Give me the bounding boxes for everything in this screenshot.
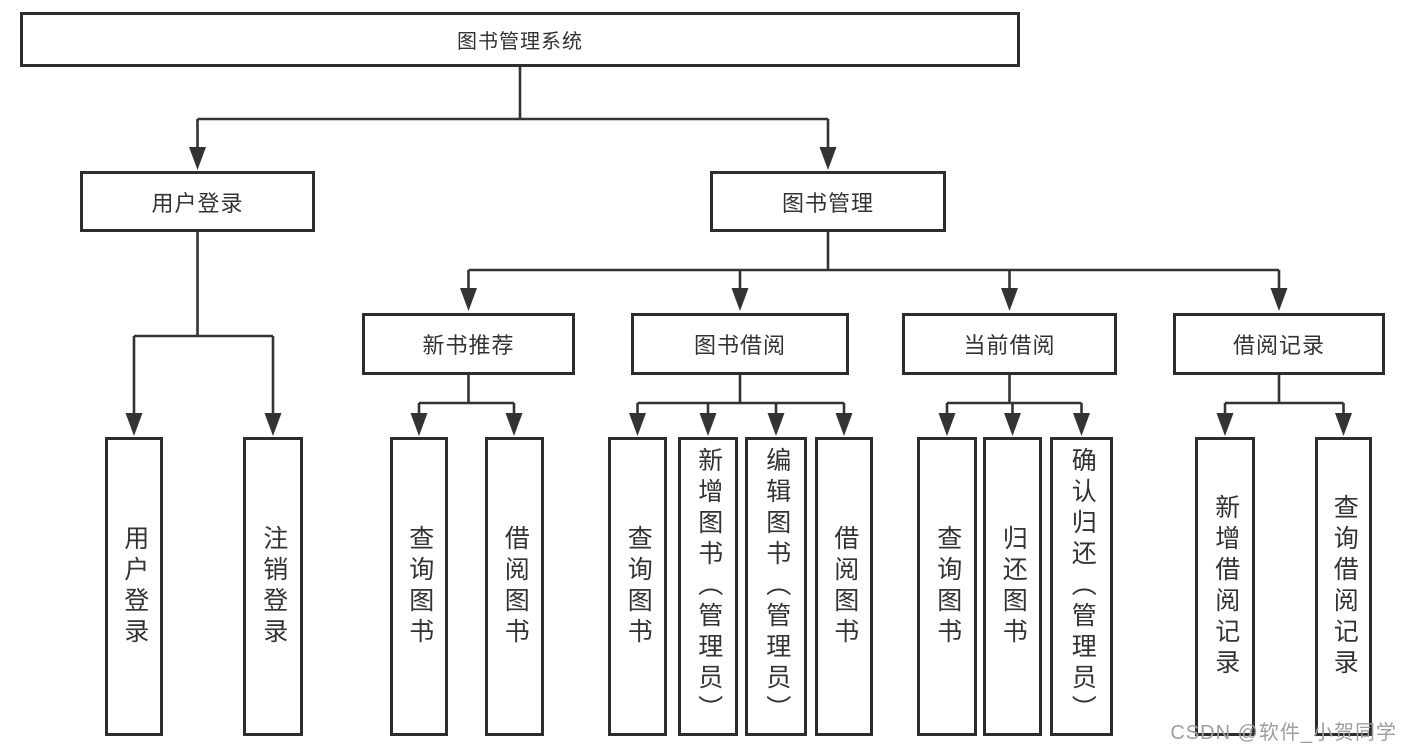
- leaf-return-books: 归还图书: [983, 437, 1042, 736]
- node-label: 用户登录: [151, 190, 244, 216]
- node-label: 图书借阅: [693, 333, 786, 358]
- leaf-label: 查询图书: [405, 524, 434, 649]
- node-current-borrow: 当前借阅: [902, 313, 1117, 375]
- node-book-borrow: 图书借阅: [631, 313, 849, 375]
- leaf-label: 查询借阅记录: [1330, 493, 1359, 680]
- leaf-query-books-borrow: 查询图书: [608, 437, 667, 736]
- leaf-label: 用户登录: [120, 524, 149, 649]
- leaf-label: 查询图书: [933, 524, 962, 649]
- connector-book-borrow-to-leaves: [629, 375, 853, 436]
- connector-new-book-to-leaves: [410, 375, 523, 436]
- connector-root-to-level2: [189, 67, 837, 170]
- leaf-edit-books-admin: 编辑图书（管理员）: [745, 437, 807, 736]
- leaf-label: 确认归还（管理员）: [1068, 447, 1097, 726]
- leaf-label: 新增借阅记录: [1211, 493, 1240, 680]
- node-label: 借阅记录: [1232, 333, 1325, 358]
- node-label: 当前借阅: [963, 333, 1056, 358]
- csdn-watermark: CSDN @软件_小贺同学: [1170, 722, 1397, 744]
- leaf-logout: 注销登录: [243, 437, 303, 736]
- leaf-query-borrow-record: 查询借阅记录: [1315, 437, 1372, 736]
- leaf-label: 新增图书（管理员）: [694, 447, 723, 726]
- leaf-label: 注销登录: [259, 524, 288, 649]
- node-borrow-record: 借阅记录: [1173, 313, 1385, 375]
- leaf-label: 借阅图书: [501, 524, 530, 649]
- leaf-add-books-admin: 新增图书（管理员）: [678, 437, 738, 736]
- leaf-label: 查询图书: [624, 524, 653, 649]
- leaf-add-borrow-record: 新增借阅记录: [1195, 437, 1255, 736]
- connector-book-mgmt-to-level3: [460, 232, 1288, 311]
- leaf-label: 编辑图书（管理员）: [762, 447, 791, 726]
- node-new-book-recommend: 新书推荐: [362, 313, 575, 375]
- leaf-label: 借阅图书: [830, 524, 859, 649]
- leaf-borrow-books: 借阅图书: [815, 437, 873, 736]
- node-label: 图书管理系统: [457, 31, 583, 53]
- connector-borrow-record-to-leaves: [1216, 375, 1352, 436]
- node-user-login: 用户登录: [80, 171, 315, 232]
- leaf-confirm-return-admin: 确认归还（管理员）: [1050, 437, 1113, 736]
- node-book-management: 图书管理: [710, 171, 946, 232]
- leaf-label: 归还图书: [999, 524, 1028, 649]
- connector-current-borrow-to-leaves: [938, 375, 1090, 436]
- leaf-user-login: 用户登录: [105, 437, 163, 736]
- node-library-management-system: 图书管理系统: [20, 12, 1020, 67]
- connector-user-login-to-leaves: [125, 232, 282, 436]
- leaf-borrow-books-recommend: 借阅图书: [485, 437, 544, 736]
- node-label: 图书管理: [781, 190, 874, 216]
- node-label: 新书推荐: [422, 333, 515, 358]
- leaf-query-books-current: 查询图书: [917, 437, 977, 736]
- leaf-query-books-recommend: 查询图书: [390, 437, 448, 736]
